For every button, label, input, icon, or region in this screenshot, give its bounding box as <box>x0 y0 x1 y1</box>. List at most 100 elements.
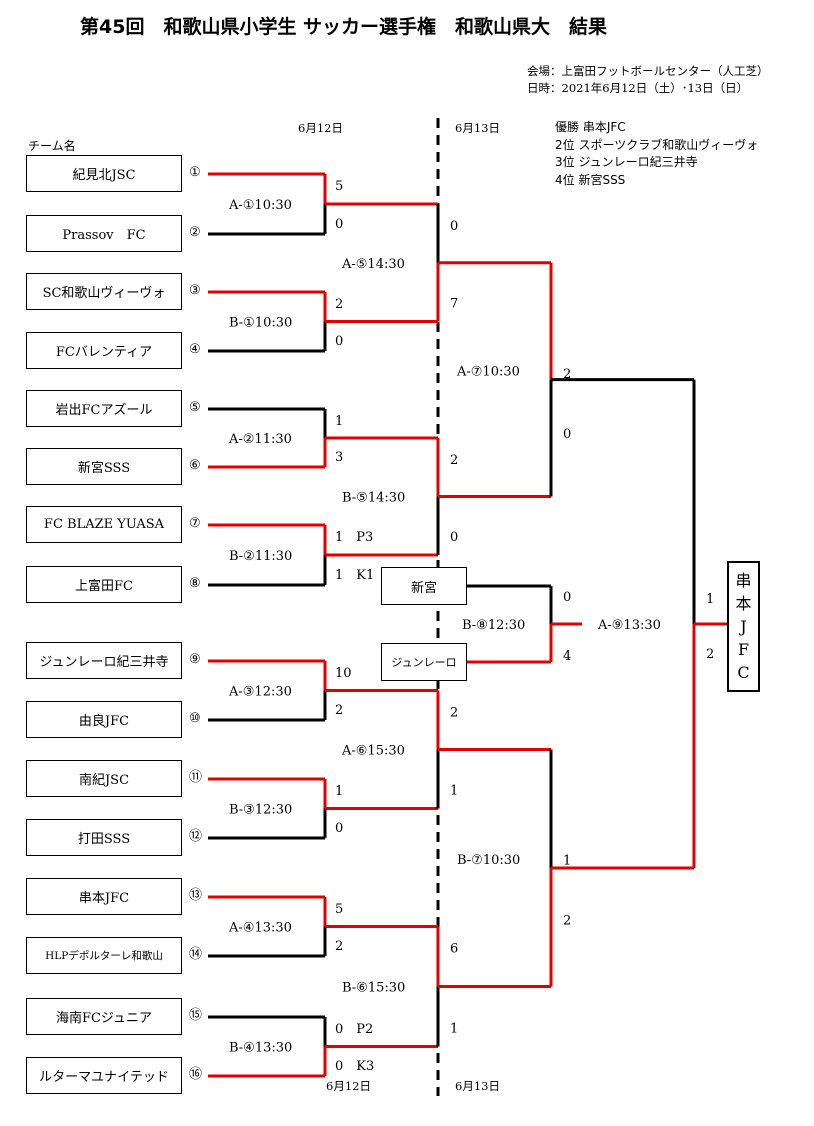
champion-char: C <box>737 663 750 682</box>
result-1st: 優勝 串本JFC <box>555 120 626 134</box>
score-label: 2 <box>450 706 458 721</box>
team-name: ルターマユナイテッド <box>39 1070 169 1085</box>
result-2nd: 2位 スポーツクラブ和歌山ヴィーヴォ <box>555 137 759 152</box>
team-box: 打田SSS <box>26 819 182 856</box>
match-label: B-⑥15:30 <box>342 981 405 996</box>
score-label: 1 <box>450 1022 458 1037</box>
team-seed: ⑥ <box>189 458 201 473</box>
venue-info: 会場：上富田フットボールセンター（人工芝） 日時：2021年6月12日（土）･1… <box>527 63 769 97</box>
score-label: 1 <box>706 592 714 607</box>
score-label: 2 <box>450 453 458 468</box>
team-seed: ⑭ <box>189 947 203 962</box>
score-label: 4 <box>563 649 571 664</box>
team-seed: ③ <box>189 283 201 298</box>
score-label: 0 <box>563 427 571 442</box>
match-label: A-④13:30 <box>228 921 292 936</box>
team-name: 新宮SSS <box>77 461 131 476</box>
team-name: ジュンレーロ紀三井寺 <box>39 655 169 670</box>
team-seed: ⑮ <box>189 1008 203 1023</box>
result-4th: 4位 新宮SSS <box>555 172 626 187</box>
team-seed: ⑪ <box>189 770 203 785</box>
match-label: B-⑧12:30 <box>462 618 525 633</box>
score-label: 2 <box>563 367 571 382</box>
third-place-team1-box: 新宮 <box>381 567 467 605</box>
team-seed: ④ <box>189 342 201 357</box>
team-box: 南紀JSC <box>26 760 182 797</box>
score-label: 0 P2 <box>335 1022 373 1037</box>
date-text: 日時：2021年6月12日（土）･13日（日） <box>527 81 749 95</box>
team-name: 打田SSS <box>77 832 131 847</box>
third-place-team2: ジュンレーロ <box>391 656 457 669</box>
match-label: B-①10:30 <box>229 316 292 331</box>
third-place-team1: 新宮 <box>410 580 437 596</box>
team-name: SC和歌山ヴィーヴォ <box>42 286 166 301</box>
score-label: 0 <box>335 821 343 836</box>
page-title: 第45回 和歌山県小学生 サッカー選手権 和歌山県大 結果 <box>80 16 608 38</box>
results-list: 優勝 串本JFC 2位 スポーツクラブ和歌山ヴィーヴォ 3位 ジュンレーロ紀三井… <box>555 118 758 188</box>
champion-char: 串 <box>735 571 752 590</box>
score-label: 2 <box>335 297 343 312</box>
team-name: 紀見北JSC <box>72 168 136 183</box>
match-label: A-⑤14:30 <box>341 257 405 272</box>
match-label: A-⑨13:30 <box>597 618 661 633</box>
score-label: 1 <box>563 854 571 869</box>
match-label: A-①10:30 <box>228 198 292 213</box>
team-seed: ⑨ <box>189 652 201 667</box>
day2-label-bottom: 6月13日 <box>455 1079 500 1093</box>
third-place-team2-box: ジュンレーロ <box>381 643 467 681</box>
team-seed: ⑬ <box>189 888 203 903</box>
match-label: B-④13:30 <box>229 1041 292 1056</box>
team-name-header: チーム名 <box>28 139 76 153</box>
match-label: A-⑥15:30 <box>341 744 405 759</box>
team-seed: ⑫ <box>189 829 203 844</box>
team-name: FCバレンティア <box>55 345 153 360</box>
team-name: 由良JFC <box>78 714 130 729</box>
champion-box: 串 本 J F C <box>727 561 760 692</box>
match-label: B-⑦10:30 <box>457 853 520 868</box>
team-box: SC和歌山ヴィーヴォ <box>26 273 182 310</box>
team-seed: ⑧ <box>189 576 201 591</box>
score-label: 0 <box>335 217 343 232</box>
score-label: 2 <box>706 647 714 662</box>
team-name: 海南FCジュニア <box>55 1011 153 1026</box>
score-label: 5 <box>335 902 343 917</box>
score-label: 1 K1 <box>335 568 374 583</box>
team-name: 上富田FC <box>75 579 133 594</box>
score-label: 1 <box>335 414 343 429</box>
champion-char: F <box>737 640 750 659</box>
score-label: 2 <box>335 703 343 718</box>
team-name: 南紀JSC <box>78 773 130 788</box>
score-label: 1 P3 <box>335 530 373 545</box>
day1-label-top: 6月12日 <box>298 121 343 135</box>
score-label: 10 <box>335 666 352 681</box>
score-label: 6 <box>450 942 458 957</box>
team-box: 岩出FCアズール <box>26 390 182 427</box>
team-name: HLPデポルターレ和歌山 <box>45 950 163 962</box>
team-name: FC BLAZE YUASA <box>43 517 165 532</box>
team-box: FC BLAZE YUASA <box>26 506 182 543</box>
score-label: 1 <box>450 784 458 799</box>
score-label: 2 <box>335 939 343 954</box>
team-box: 海南FCジュニア <box>26 998 182 1035</box>
team-name: 岩出FCアズール <box>55 403 153 418</box>
team-name: 串本JFC <box>78 891 130 906</box>
match-label: A-③12:30 <box>228 685 292 700</box>
team-box: 上富田FC <box>26 566 182 603</box>
team-box: 串本JFC <box>26 878 182 915</box>
team-box: HLPデポルターレ和歌山 <box>26 937 182 974</box>
score-label: 0 <box>335 334 343 349</box>
score-label: 0 K3 <box>335 1059 374 1074</box>
team-box: Prassov FC <box>26 215 182 252</box>
team-seed: ⑯ <box>189 1067 203 1082</box>
champion-char: J <box>740 617 747 636</box>
score-label: 1 <box>335 784 343 799</box>
team-box: 新宮SSS <box>26 448 182 485</box>
match-label: A-②11:30 <box>228 432 292 447</box>
team-seed: ① <box>189 165 201 180</box>
result-3rd: 3位 ジュンレーロ紀三井寺 <box>555 155 698 169</box>
score-label: 7 <box>450 297 458 312</box>
match-label: B-⑤14:30 <box>342 491 405 506</box>
score-label: 5 <box>335 179 343 194</box>
team-seed: ⑤ <box>189 400 201 415</box>
